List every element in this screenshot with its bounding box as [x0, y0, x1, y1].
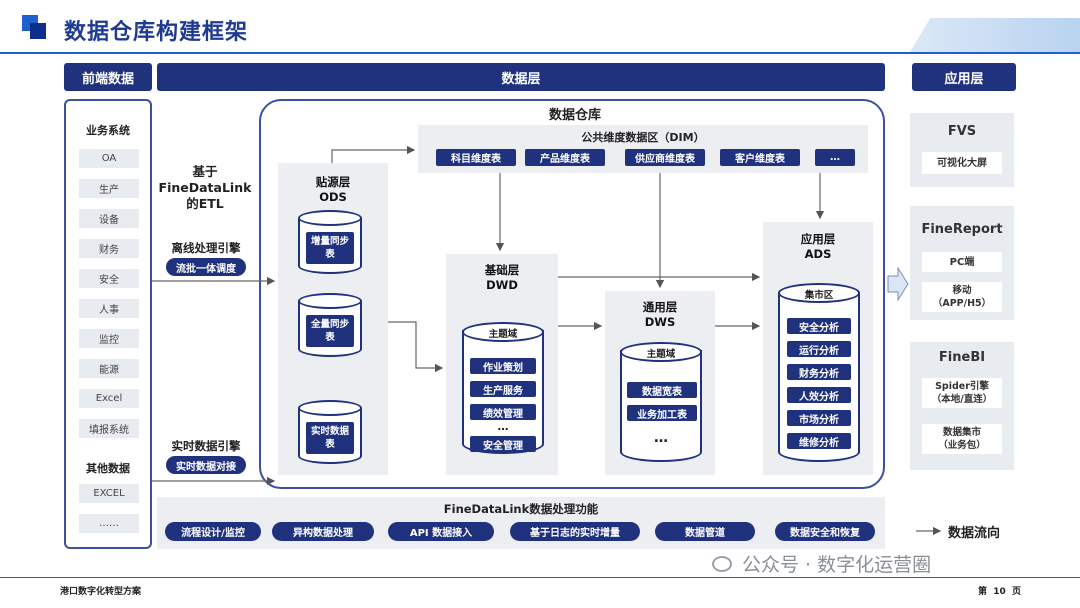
- header-band: [910, 18, 1080, 52]
- front-item-9: 填报系统: [79, 419, 139, 438]
- front-item-8: Excel: [79, 389, 139, 408]
- arrow-to-apps: [887, 266, 909, 302]
- dim-item-1: 产品维度表: [525, 149, 605, 166]
- dwd-item-safety: 安全管理: [470, 436, 536, 452]
- app-fvs-title: FVS: [947, 124, 977, 139]
- app-finereport-item-1: 移动 （APP/H5）: [922, 282, 1002, 312]
- realtime-engine-label: 实时数据引擎: [171, 439, 241, 453]
- etl-title-line1: 基于: [192, 164, 218, 179]
- data-warehouse-frame: [259, 99, 885, 489]
- app-finereport-title: FineReport: [921, 222, 1003, 237]
- header-front-data: 前端数据: [64, 63, 152, 91]
- etl-title: 基于 FineDataLink 的ETL: [158, 164, 252, 212]
- front-item-7: 能源: [79, 359, 139, 378]
- ads-item-3: 人效分析: [787, 387, 851, 403]
- dim-title: 公共维度数据区（DIM）: [581, 131, 705, 144]
- dws-title-cn: 通用层: [642, 300, 678, 314]
- dwd-title-cn: 基础层: [484, 263, 520, 277]
- ods-cylinder-top-1: [298, 293, 362, 309]
- front-item-0: OA: [79, 149, 139, 168]
- ods-cylinder-top-2: [298, 400, 362, 416]
- dwd-title-en: DWD: [486, 278, 518, 292]
- dws-ellipsis: …: [654, 430, 668, 446]
- dwd-item-2: 绩效管理: [470, 404, 536, 420]
- fdl-function-2: API 数据接入: [388, 522, 494, 541]
- dws-title-en: DWS: [644, 315, 676, 329]
- wechat-icon: [712, 556, 732, 572]
- ads-item-1: 运行分析: [787, 341, 851, 357]
- ods-title: 贴源层 ODS: [278, 175, 388, 205]
- app-finebi-item-0: Spider引擎 （本地/直连）: [922, 378, 1002, 408]
- ads-item-2: 财务分析: [787, 364, 851, 380]
- app-fvs-item-0: 可视化大屏: [922, 152, 1002, 174]
- front-item-2: 设备: [79, 209, 139, 228]
- app-finebi-title: FineBI: [938, 350, 986, 365]
- watermark-text: 公众号 · 数字化运营圈: [742, 554, 932, 576]
- front-item-4: 安全: [79, 269, 139, 288]
- ads-title: 应用层 ADS: [763, 232, 873, 262]
- header-data-layer: 数据层: [157, 63, 885, 91]
- etl-title-line3: 的ETL: [186, 196, 224, 211]
- front-item-1: 生产: [79, 179, 139, 198]
- app-card-fvs: [910, 113, 1014, 187]
- ads-item-5: 维修分析: [787, 433, 851, 449]
- front-item-6: 监控: [79, 329, 139, 348]
- other-item-1: ……: [79, 514, 139, 533]
- dwd-title: 基础层 DWD: [446, 263, 558, 293]
- page-title: 数据仓库构建框架: [64, 20, 249, 45]
- ads-title-cn: 应用层: [800, 232, 836, 246]
- etl-title-line2: FineDataLink: [158, 180, 252, 195]
- other-item-0: EXCEL: [79, 484, 139, 503]
- dim-item-0: 科目维度表: [436, 149, 516, 166]
- ods-cylinder-label-0: 增量同步表: [306, 232, 354, 264]
- dws-title: 通用层 DWS: [605, 300, 715, 330]
- dws-cylinder-top: [620, 342, 702, 362]
- logo-square-dark: [30, 23, 46, 39]
- dim-item-4: …: [815, 149, 855, 166]
- header-app-layer: 应用层: [912, 63, 1016, 91]
- front-item-5: 人事: [79, 299, 139, 318]
- dwd-item-0: 作业策划: [470, 358, 536, 374]
- warehouse-title: 数据仓库: [548, 108, 601, 123]
- dwd-item-1: 生产服务: [470, 381, 536, 397]
- dws-item-1: 业务加工表: [627, 405, 697, 421]
- header-divider: [0, 52, 1080, 54]
- ads-cylinder-top: [778, 283, 860, 303]
- ods-title-en: ODS: [319, 190, 347, 204]
- app-finereport-item-0: PC端: [922, 252, 1002, 272]
- fdl-title: FineDataLink数据处理功能: [443, 502, 599, 516]
- dwd-domain-label: 主题域: [488, 329, 518, 340]
- dwd-ellipsis: …: [497, 420, 509, 433]
- dwd-cylinder-top: [462, 322, 544, 342]
- footer-page: 第 10 页: [978, 587, 1022, 597]
- ods-cylinder-label-1: 全量同步表: [306, 315, 354, 347]
- dws-domain-label: 主题域: [646, 349, 676, 360]
- ads-mart-label: 集市区: [804, 290, 834, 301]
- front-data-panel: [64, 99, 152, 549]
- ads-item-4: 市场分析: [787, 410, 851, 426]
- ads-item-0: 安全分析: [787, 318, 851, 334]
- front-item-3: 财务: [79, 239, 139, 258]
- offline-engine-tag: 流批一体调度: [166, 258, 246, 276]
- offline-engine-label: 离线处理引擎: [171, 241, 241, 255]
- ods-cylinder-label-2: 实时数据表: [306, 422, 354, 454]
- app-finebi-item-1: 数据集市 （业务包）: [922, 424, 1002, 454]
- other-data-label: 其他数据: [86, 462, 130, 475]
- footer-left: 港口数字化转型方案: [60, 587, 142, 597]
- fdl-function-0: 流程设计/监控: [165, 522, 261, 541]
- footer-divider: [0, 577, 1080, 578]
- dim-item-3: 客户维度表: [720, 149, 800, 166]
- dim-item-2: 供应商维度表: [625, 149, 705, 166]
- fdl-function-4: 数据管道: [655, 522, 755, 541]
- business-systems-label: 业务系统: [86, 124, 130, 137]
- legend-label: 数据流向: [948, 526, 1001, 541]
- ods-title-cn: 贴源层: [315, 175, 351, 189]
- realtime-engine-tag: 实时数据对接: [166, 456, 246, 474]
- ods-cylinder-top-0: [298, 210, 362, 226]
- fdl-function-1: 异构数据处理: [272, 522, 374, 541]
- dws-item-0: 数据宽表: [627, 382, 697, 398]
- ads-title-en: ADS: [804, 247, 832, 261]
- fdl-function-5: 数据安全和恢复: [775, 522, 875, 541]
- fdl-function-3: 基于日志的实时增量: [510, 522, 640, 541]
